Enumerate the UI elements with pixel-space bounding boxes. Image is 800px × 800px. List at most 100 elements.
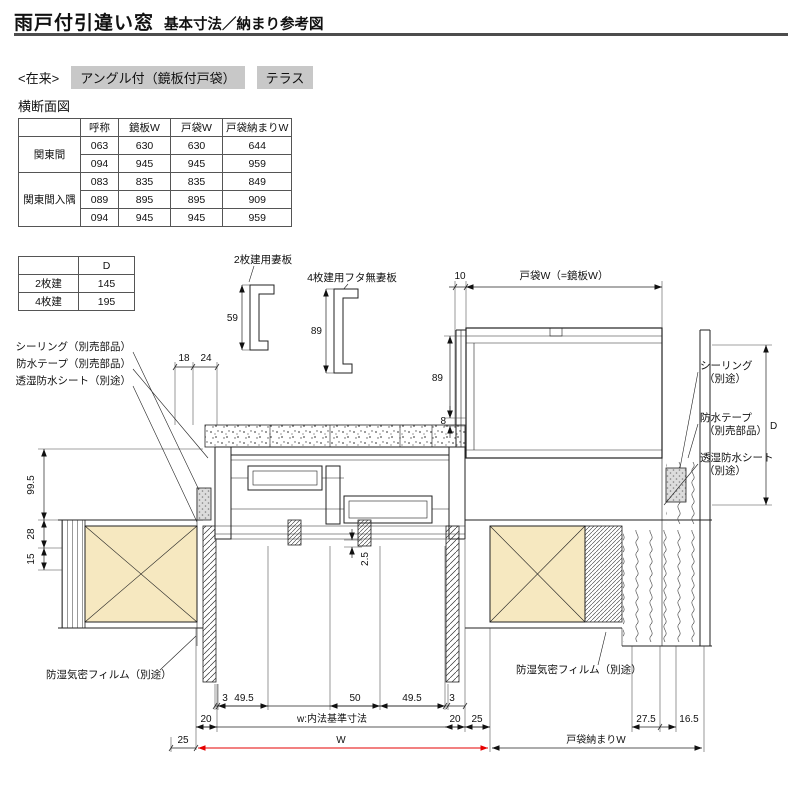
dim-D: D [770,421,777,432]
dim-89: 89 [432,373,444,384]
dim-3-right: 3 [449,693,455,704]
col-header: D [78,256,135,275]
dim-18: 18 [178,353,190,364]
tobukuro-osamari-label: 戸袋納まりW [566,733,626,746]
col-header: 戸袋納まりW [221,118,293,137]
cell: 630 [170,136,223,155]
head-board-stipple [204,424,466,448]
film-label-left: 防湿気密フィルム（別途） [46,668,172,681]
cell: 083 [80,172,119,191]
dim-10: 10 [454,271,466,282]
jamb-left [214,446,232,540]
cell: 195 [78,292,135,311]
insulation-squiggle [623,530,700,642]
casing-right [445,525,460,683]
callout-tape-left: 防水テープ（別売部品） [16,357,131,370]
series-tag: テラス [256,66,314,89]
dim-50: 50 [349,693,361,704]
header-rule [14,33,788,36]
sealing-right [665,467,687,503]
tobukuro-w-label: 戸袋W（=鏡板W） [520,269,609,282]
depth-dimension: D [712,344,777,506]
cell: 094 [80,208,119,227]
row-group: 関東間入隅 [18,172,81,227]
film-label-right: 防湿気密フィルム（別途） [516,663,642,676]
inner-sash [343,495,433,524]
row-header: 2枚建 [18,274,79,293]
profile-2mai-label: 2枚建用妻板 [234,253,293,266]
meeting-stile [325,465,341,525]
profile-2mai-dim: 59 [227,313,239,324]
callout-sealing-right-2: （別途） [704,372,746,385]
callout-sealing-right: シーリング [700,359,753,372]
section-title: 横断面図 [18,99,71,114]
col-header: 戸袋W [170,118,223,137]
end-plate-profiles: 2枚建用妻板 59 4枚建用フタ無妻板 89 [227,253,397,374]
cross-section-drawing: 2枚建用妻板 59 4枚建用フタ無妻板 89 10 戸袋W（=鏡板W） [16,253,777,752]
cell: 835 [170,172,223,191]
cell: 959 [221,154,293,173]
spec-tags: <在来> アングル付（鏡板付戸袋） テラス [18,66,314,89]
page-title: 雨戸付引違い窓 [14,13,155,34]
cell: 063 [80,136,119,155]
callout-sheet-right: 透湿防水シート [700,451,774,464]
cell: 849 [221,172,293,191]
dim-2-5: 2.5 [360,552,371,566]
cell: 630 [118,136,171,155]
cell: 959 [221,208,293,227]
w-baseline-label: w:内法基準寸法 [296,712,367,725]
window-frame-section [204,424,466,683]
callout-sheet-right-2: （別途） [704,464,746,477]
dim-20-right: 20 [449,714,461,725]
stop-block [287,519,302,546]
outer-sash [247,465,323,491]
size-table: 呼称 鏡板W 戸袋W 戸袋納まりW 関東間 063 630 630 644 09… [18,118,293,227]
dim-99-5: 99.5 [26,475,37,495]
construction-method-tag: <在来> [18,71,60,86]
cell: 089 [80,190,119,209]
col-header: 鏡板W [118,118,171,137]
cell: 145 [78,274,135,293]
cell: 835 [118,172,171,191]
sealing-left [196,487,212,521]
col-header: 呼称 [80,118,119,137]
cell: 945 [118,154,171,173]
dim-28: 28 [26,528,37,540]
cell: 909 [221,190,293,209]
corner-cell [18,118,81,137]
top-dimensions: 10 戸袋W（=鏡板W） 89 8 [432,269,663,438]
cell: 895 [118,190,171,209]
callout-tape-right: 防水テープ [700,411,752,424]
row-header: 4枚建 [18,292,79,311]
cell: 945 [170,208,223,227]
page-header: 雨戸付引違い窓 基本寸法／納まり参考図 [14,8,324,35]
left-wall-section [58,487,217,683]
cell: 945 [118,208,171,227]
dim-25-right: 25 [471,714,483,725]
spec-tag: アングル付（鏡板付戸袋） [71,66,245,89]
shutter-box [455,327,663,459]
depth-table: D 2枚建 145 4枚建 195 [18,256,135,311]
page-subtitle: 基本寸法／納まり参考図 [164,17,324,33]
cell: 945 [170,154,223,173]
dim-8: 8 [440,416,446,427]
dim-49-5-right: 49.5 [402,693,422,704]
dim-25-left: 25 [177,735,189,746]
left-dimensions: 18 24 99.5 28 15 2.5 [26,353,371,571]
corner-cell [18,256,79,275]
cell: 094 [80,154,119,173]
cell: 644 [221,136,293,155]
dim-15: 15 [26,553,37,565]
dim-49-5-left: 49.5 [234,693,254,704]
callout-sealing-left: シーリング（別売部品） [16,340,132,353]
dim-3-left: 3 [222,693,228,704]
sheathing-hatch [584,525,623,623]
dim-16-5: 16.5 [679,714,699,725]
cell: 895 [170,190,223,209]
stop-block [357,519,372,547]
right-wall-section [465,329,712,647]
dim-w: W [336,735,346,746]
callout-labels: シーリング（別売部品） 防水テープ（別売部品） 透湿防水シート（別途） シーリン… [16,340,774,681]
bottom-dimensions: 3 49.5 50 49.5 3 20 w:内法基準寸法 20 25 27.5 … [168,540,705,752]
